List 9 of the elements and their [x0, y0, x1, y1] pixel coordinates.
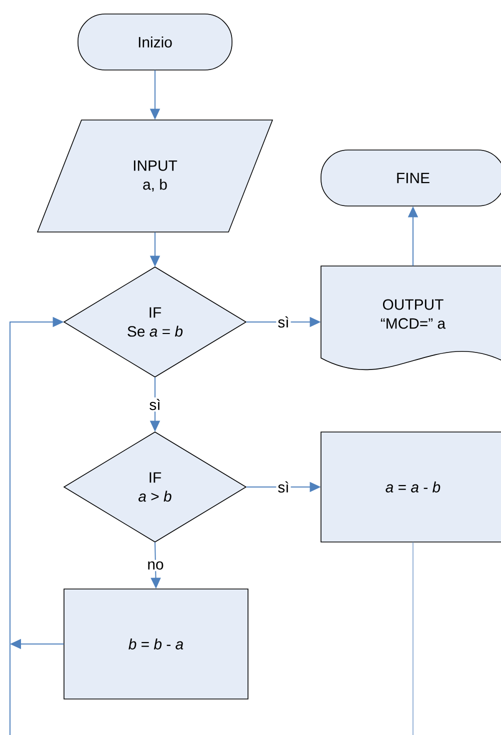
terminal-box: FINE — [320, 150, 501, 206]
process-box: a = a - b — [320, 432, 501, 542]
process-box: b = b - a — [64, 588, 248, 700]
edge-label: sì — [278, 316, 288, 328]
edge-label: no — [148, 561, 164, 570]
terminal-box: Inizio — [78, 14, 232, 70]
edge-label: sì — [278, 481, 288, 493]
output-document: OUTPUT “MCD=” a — [320, 266, 501, 370]
edge-label: sì — [150, 398, 160, 410]
